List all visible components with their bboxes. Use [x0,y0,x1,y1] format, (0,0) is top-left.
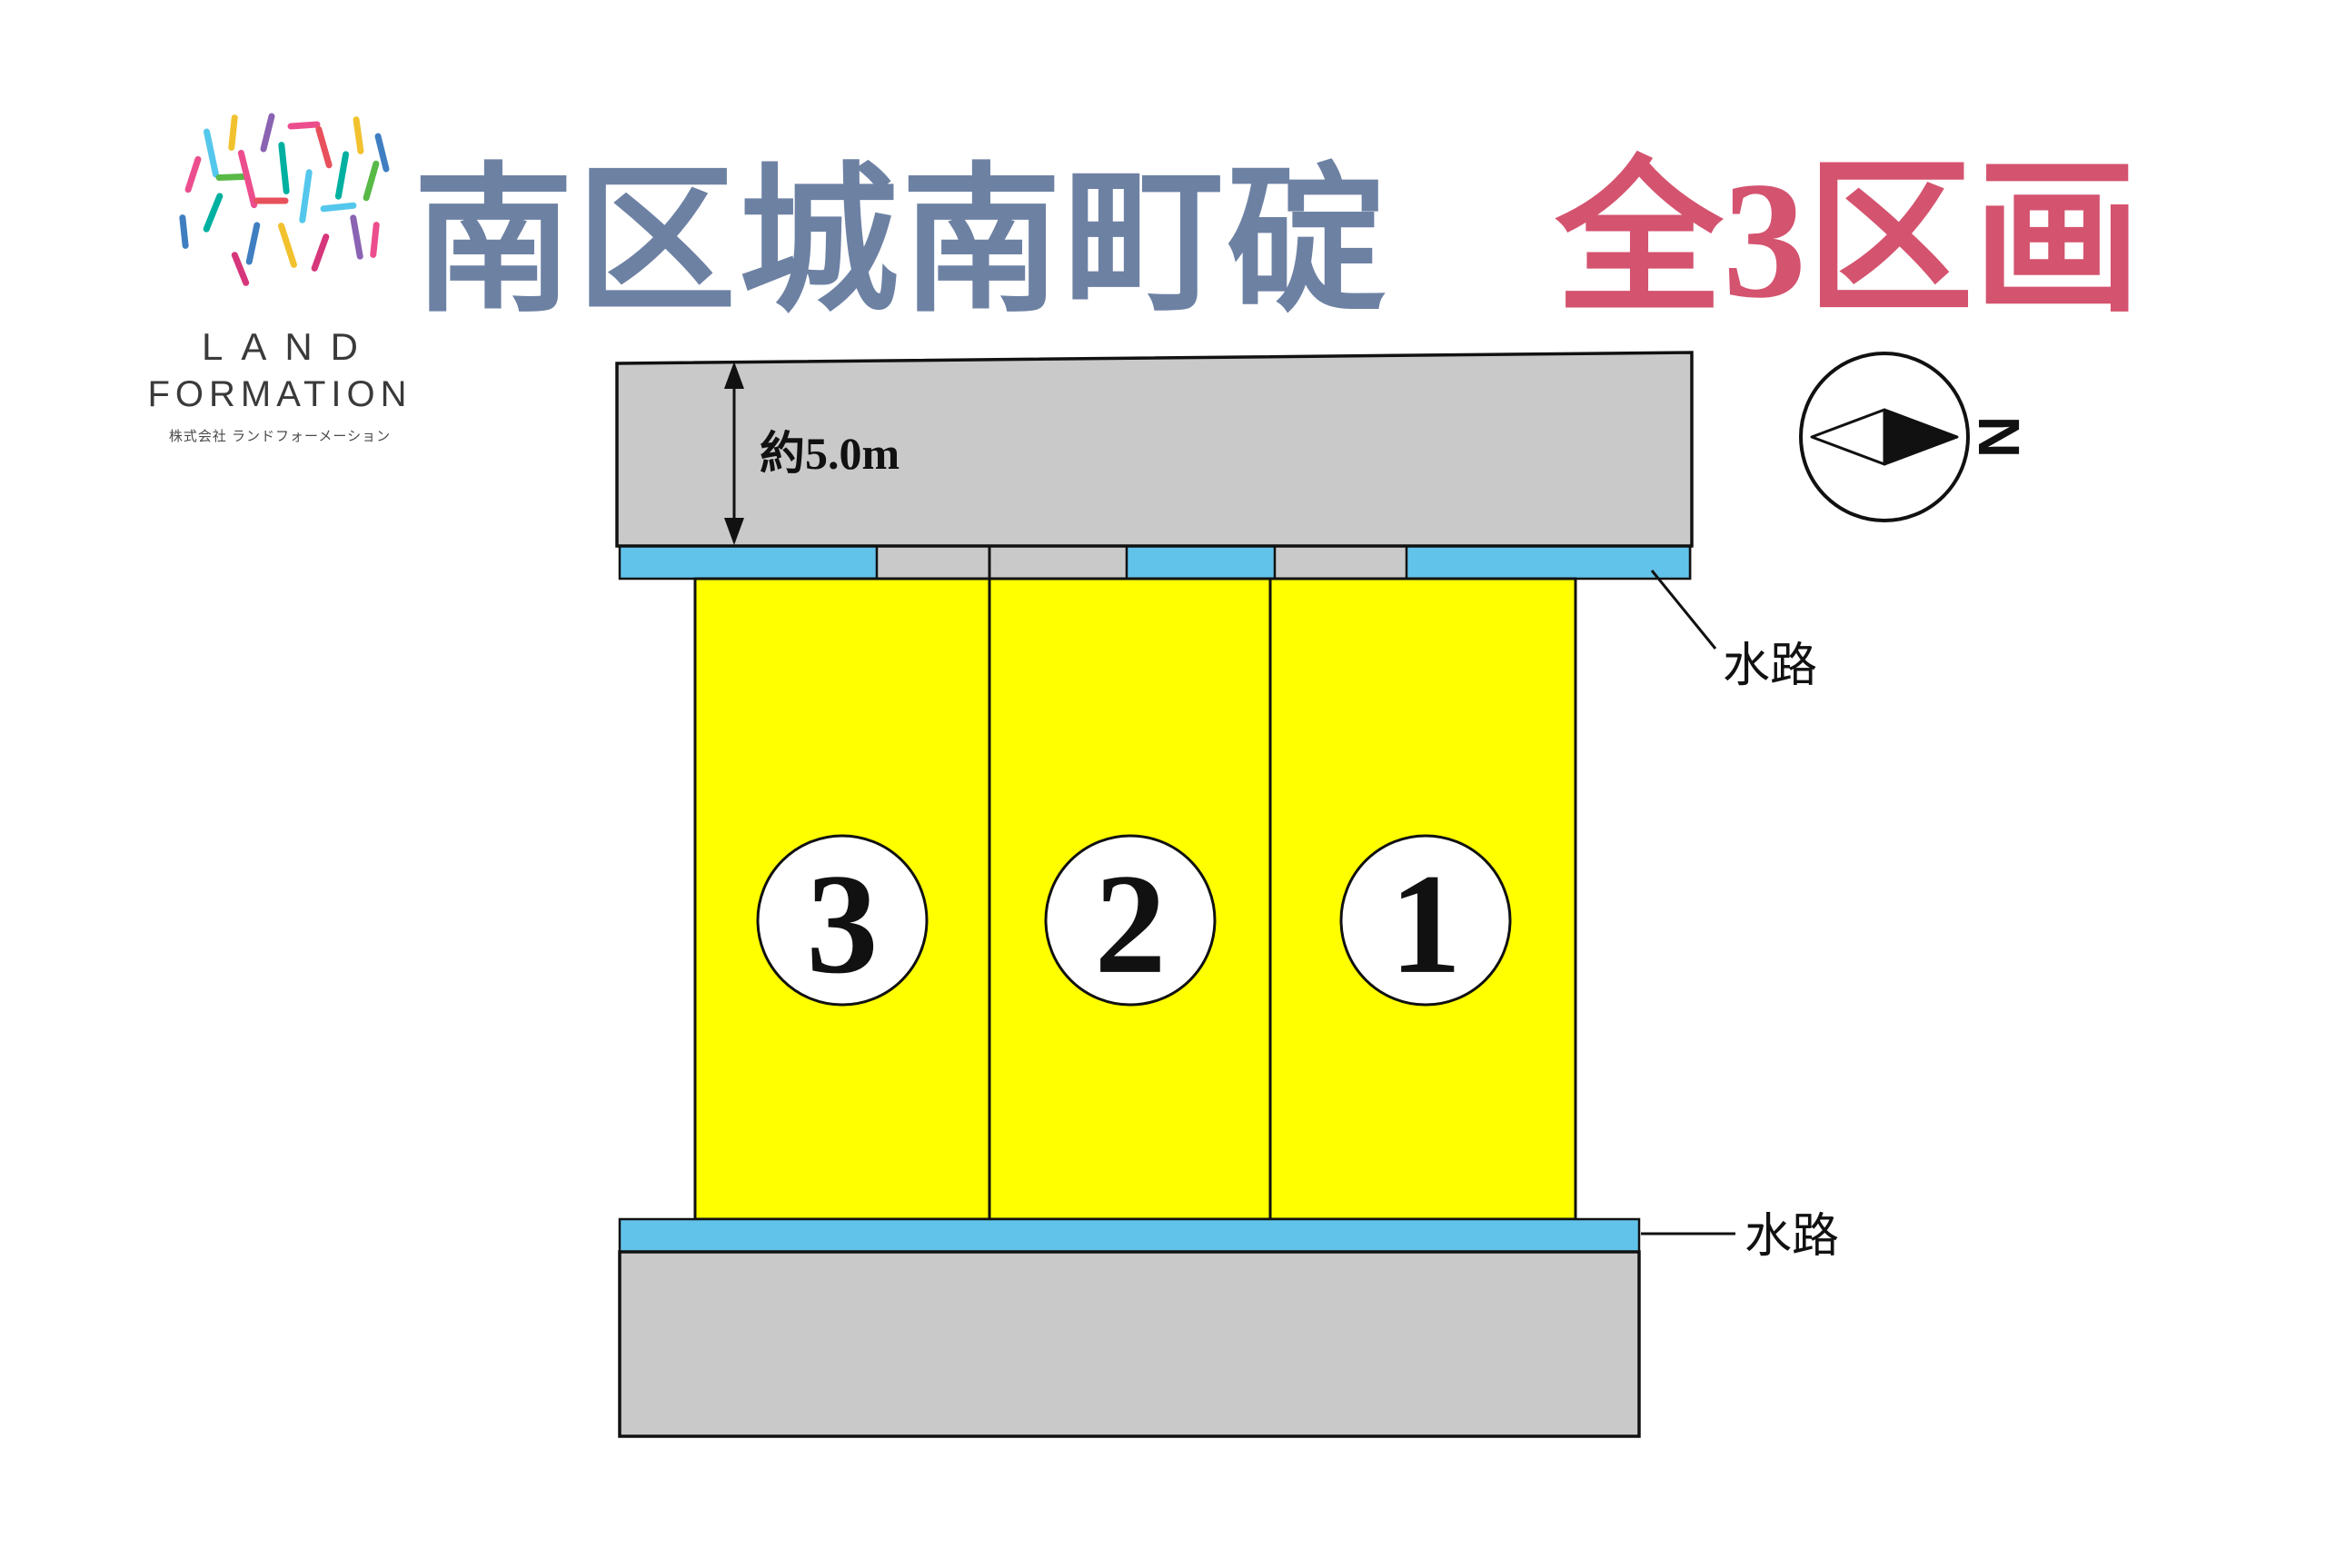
arrow-head-down-icon [724,518,744,545]
waterway-segment-right [1405,544,1692,581]
waterway-segment-middle [1125,544,1277,581]
waterway-bottom-label: 水路 [1744,1211,1839,1263]
lot-2-number: 2 [1095,845,1167,1004]
logo-company-name: 株式会社 ランドフォーメーション [168,429,392,444]
lot-1-number: 1 [1390,845,1462,1004]
arrow-head-up-icon [724,362,744,389]
compass: N [1799,352,2032,522]
waterway-bottom [618,1217,1641,1254]
land-formation-logo: LAND FORMATION 株式会社 ランドフォーメーション [134,105,425,445]
road-width-label: 約5.0m [760,428,900,479]
south-road [618,1250,1641,1438]
lot-3-marker: 3 [756,834,929,1007]
lot-1-marker: 1 [1339,834,1512,1007]
waterway-top-leader-line [1650,570,1717,650]
lot-3-number: 3 [807,845,879,1004]
road-width-arrow [724,362,744,545]
lot-2-circle [1044,834,1217,1007]
lot-3-circle [756,834,929,1007]
compass-north-label: N [1966,416,2032,458]
compass-north-pointer-icon [1883,408,1959,466]
north-road [615,351,1694,548]
lot-1-circle [1339,834,1512,1007]
page-title: 南区城南町碇 [413,154,1390,332]
lot-count-badge: 全3区画 [1556,147,2141,332]
lot-2-marker: 2 [1044,834,1217,1007]
waterway-segment-left [618,544,879,581]
logo-text-formation: FORMATION [147,374,413,414]
waterway-top-label: 水路 [1723,640,1817,692]
logo-text-land: LAND [201,325,377,368]
